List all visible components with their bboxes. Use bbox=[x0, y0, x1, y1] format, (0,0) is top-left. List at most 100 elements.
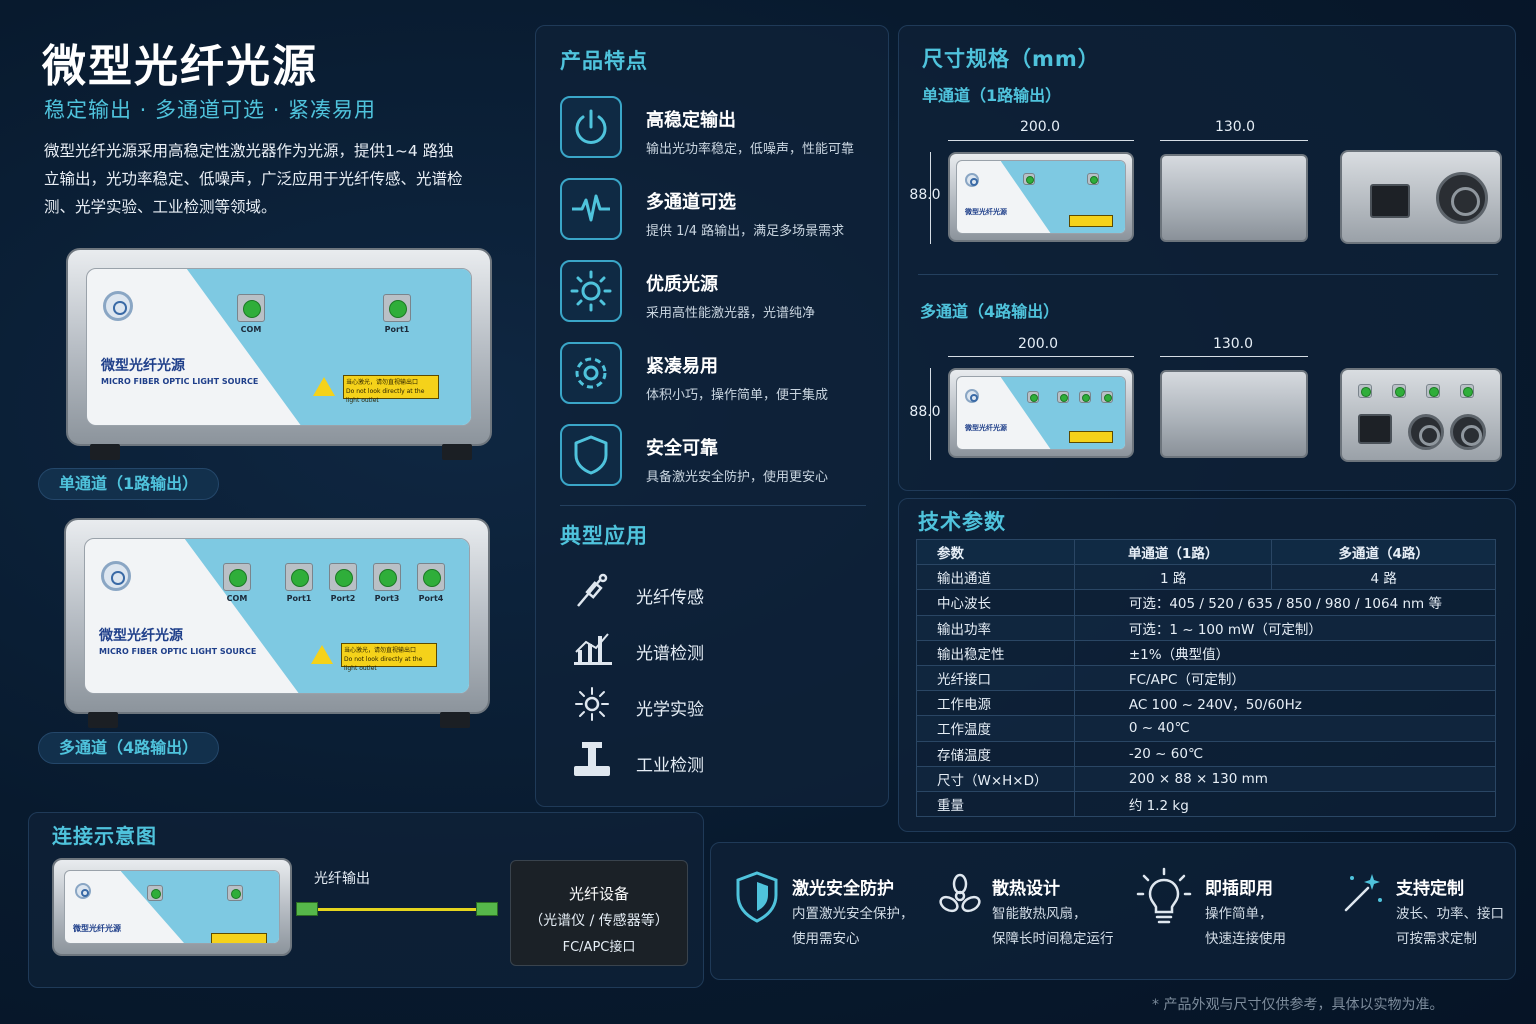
applications-title: 典型应用 bbox=[560, 524, 648, 548]
height-dimension: 88.0 bbox=[909, 187, 941, 203]
spec-value: 约 1.2 kg bbox=[1073, 790, 1497, 818]
width-dimension-line bbox=[948, 140, 1134, 141]
port1 bbox=[285, 563, 313, 591]
table-header-row: 参数 单通道（1路） 多通道（4路） bbox=[916, 538, 1496, 566]
device-name-en: MICRO FIBER OPTIC LIGHT SOURCE bbox=[99, 647, 257, 656]
table-row: 重量约 1.2 kg bbox=[916, 790, 1497, 818]
device-name-en: MICRO FIBER OPTIC LIGHT SOURCE bbox=[101, 377, 259, 386]
fiber-connector-left bbox=[296, 902, 318, 916]
table-row: 中心波长可选：405 / 520 / 635 / 850 / 980 / 106… bbox=[916, 589, 1497, 616]
spectrum-chart-icon bbox=[570, 628, 614, 672]
spec-value: FC/APC（可定制） bbox=[1073, 664, 1497, 692]
spec-label: 中心波长 bbox=[916, 589, 1075, 616]
bottom-feature-title: 激光安全防护 bbox=[792, 879, 894, 899]
page-subtitle: 稳定输出 · 多通道可选 · 紧凑易用 bbox=[44, 98, 377, 122]
multi-front-view: 微型光纤光源 bbox=[948, 368, 1134, 464]
feature-desc: 具备激光安全防护，使用更安心 bbox=[646, 470, 829, 485]
table-header-cell: 单通道（1路） bbox=[1073, 538, 1273, 566]
bottom-features-panel bbox=[710, 842, 1516, 980]
feature-title: 紧凑易用 bbox=[646, 356, 718, 377]
spec-label: 重量 bbox=[916, 790, 1075, 818]
laser-warning-icon bbox=[313, 377, 335, 396]
power-button-icon bbox=[103, 291, 133, 321]
depth-dimension: 130.0 bbox=[1214, 119, 1256, 135]
waveform-icon bbox=[560, 178, 622, 240]
fan-icon bbox=[936, 872, 984, 924]
optics-burst-icon bbox=[570, 684, 614, 728]
sun-icon bbox=[560, 260, 622, 322]
product-description: 微型光纤光源采用高稳定性激光器作为光源，提供1~4 路独立输出，光功率稳定、低噪… bbox=[44, 142, 463, 216]
bottom-feature-desc: 操作简单，快速连接使用 bbox=[1205, 906, 1286, 947]
com-port bbox=[237, 294, 265, 322]
fiber-device-box: 光纤设备 （光谱仪 / 传感器等） FC/APC接口 bbox=[510, 860, 688, 966]
feature-desc: 提供 1/4 路输出，满足多场景需求 bbox=[646, 224, 845, 239]
single-side-view bbox=[1160, 154, 1308, 242]
depth-dimension: 130.0 bbox=[1212, 336, 1254, 352]
multi-channel-tag: 多通道（4路输出） bbox=[38, 732, 220, 764]
microscope-icon bbox=[570, 740, 614, 784]
fiber-device-subtitle: （光谱仪 / 传感器等） bbox=[529, 913, 669, 929]
bottom-feature-title: 散热设计 bbox=[992, 879, 1060, 899]
bottom-feature-title: 支持定制 bbox=[1396, 879, 1464, 899]
spec-label: 尺寸（W×H×D） bbox=[916, 765, 1075, 792]
divider bbox=[560, 505, 866, 506]
port3 bbox=[373, 563, 401, 591]
gear-icon bbox=[560, 342, 622, 404]
width-dimension: 200.0 bbox=[1017, 336, 1059, 352]
page-title: 微型光纤光源 bbox=[42, 41, 318, 92]
width-dimension-line bbox=[948, 356, 1134, 357]
spec-label: 输出稳定性 bbox=[916, 639, 1075, 666]
height-dimension-line bbox=[930, 152, 931, 244]
table-header-cell: 参数 bbox=[916, 538, 1075, 566]
fan-icon bbox=[1436, 172, 1488, 224]
multi-side-view bbox=[1160, 370, 1308, 458]
features-title: 产品特点 bbox=[560, 49, 648, 73]
power-socket-icon bbox=[1370, 184, 1410, 218]
table-header-cell: 多通道（4路） bbox=[1271, 538, 1496, 566]
table-row: 输出功率可选：1 ~ 100 mW（可定制） bbox=[916, 614, 1497, 641]
lightbulb-icon bbox=[1136, 866, 1192, 934]
connection-device-image: 微型光纤光源 bbox=[52, 858, 292, 964]
single-channel-tag: 单通道（1路输出） bbox=[38, 468, 220, 500]
fan-icon bbox=[1408, 414, 1444, 450]
application-label: 工业检测 bbox=[636, 756, 704, 776]
specs-table: 参数 单通道（1路） 多通道（4路） 输出通道 1 路 4 路 中心波长可选：4… bbox=[916, 538, 1497, 818]
connection-title: 连接示意图 bbox=[52, 824, 157, 848]
bottom-feature-desc: 内置激光安全保护，使用需安心 bbox=[792, 906, 914, 947]
spec-value: 4 路 bbox=[1271, 564, 1496, 591]
power-icon bbox=[560, 96, 622, 158]
spec-label: 光纤接口 bbox=[916, 664, 1075, 692]
dimensions-single-label: 单通道（1路输出） bbox=[922, 86, 1062, 105]
divider bbox=[918, 274, 1498, 275]
power-button-icon bbox=[101, 561, 131, 591]
fiber-connector-right bbox=[476, 902, 498, 916]
spec-label: 存储温度 bbox=[916, 740, 1075, 767]
depth-dimension-line bbox=[1160, 140, 1308, 141]
device-name-cn: 微型光纤光源 bbox=[99, 628, 183, 644]
shield-icon bbox=[560, 424, 622, 486]
spec-value: 0 ~ 40℃ bbox=[1073, 715, 1497, 742]
fiber-cable bbox=[318, 908, 476, 911]
spec-label: 工作温度 bbox=[916, 715, 1075, 742]
spec-label: 输出功率 bbox=[916, 614, 1075, 641]
depth-dimension-line bbox=[1160, 356, 1308, 357]
height-dimension-line bbox=[930, 368, 931, 460]
specs-title: 技术参数 bbox=[918, 510, 1006, 534]
dimensions-title: 尺寸规格（mm） bbox=[922, 47, 1100, 71]
dimensions-multi-label: 多通道（4路输出） bbox=[920, 302, 1060, 321]
fiber-device-interface: FC/APC接口 bbox=[562, 940, 636, 955]
spec-value: 200 × 88 × 130 mm bbox=[1073, 765, 1497, 792]
port4 bbox=[417, 563, 445, 591]
spec-label: 输出通道 bbox=[916, 564, 1075, 591]
spec-label: 工作电源 bbox=[916, 690, 1075, 717]
table-row: 存储温度-20 ~ 60℃ bbox=[916, 740, 1497, 767]
com-port bbox=[223, 563, 251, 591]
spec-value: 1 路 bbox=[1073, 564, 1273, 591]
single-channel-device-image: COM Port1 微型光纤光源 MICRO FIBER OPTIC LIGHT… bbox=[66, 248, 492, 460]
feature-title: 高稳定输出 bbox=[646, 110, 736, 131]
height-dimension: 88.0 bbox=[909, 404, 941, 420]
